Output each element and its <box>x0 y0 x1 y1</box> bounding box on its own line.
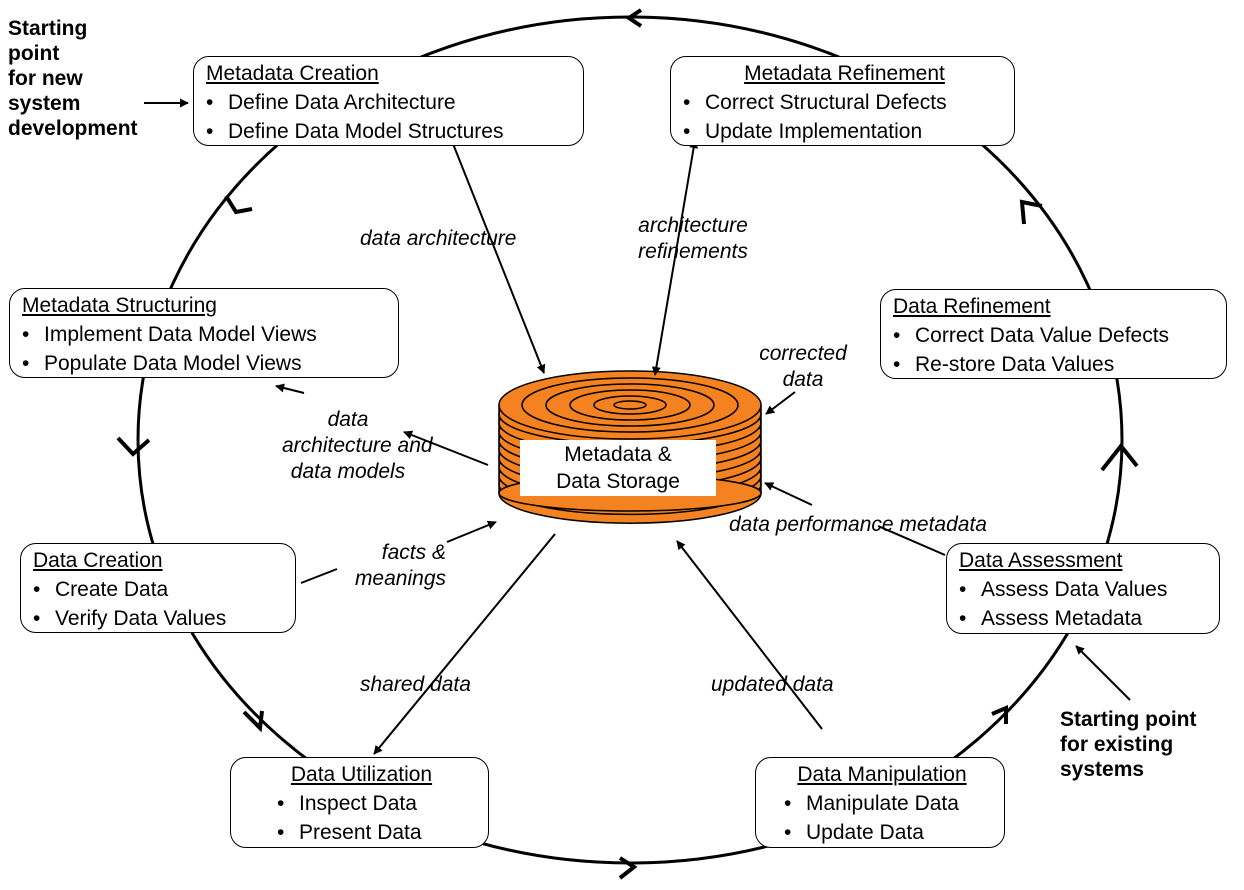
metadata-refinement-box: Metadata Refinement •Correct Structural … <box>670 56 1015 146</box>
metadata-creation-box: Metadata Creation •Define Data Architect… <box>193 56 584 146</box>
data-creation-box: Data Creation •Create Data •Verify Data … <box>20 543 296 633</box>
box-item: •Define Data Architecture <box>206 91 456 114</box>
arrow-facts-meanings-top <box>446 520 497 543</box>
start-note-new-system: Starting point for new system developmen… <box>8 17 138 140</box>
storage-label-line: Metadata & <box>564 443 672 466</box>
storage-label-line: Data Storage <box>556 470 680 493</box>
cycle-direction-chevrons <box>116 8 1139 880</box>
arrow-data-performance-head <box>764 482 813 506</box>
box-title: Data Creation <box>33 549 163 572</box>
box-title: Data Refinement <box>893 295 1051 318</box>
box-item: •Populate Data Model Views <box>22 352 302 375</box>
arrow-start-existing-system <box>1075 645 1131 701</box>
box-items: •Assess Data Values •Assess Metadata <box>959 575 1211 633</box>
flow-arrows <box>144 98 1131 755</box>
chevron-lower-right <box>991 704 1008 724</box>
arrow-updated-data <box>676 540 823 730</box>
box-items: •Create Data •Verify Data Values <box>33 575 287 633</box>
chevron-left <box>116 436 151 457</box>
arrow-data-performance <box>877 525 946 556</box>
chevron-upper-left <box>224 194 253 215</box>
label-data-architecture: data architecture <box>360 227 517 250</box>
label-shared-data: shared data <box>360 673 471 696</box>
box-title: Metadata Refinement <box>744 62 945 85</box>
metadata-structuring-box: Metadata Structuring •Implement Data Mod… <box>9 288 399 378</box>
box-item: •Create Data <box>33 578 169 601</box>
data-refinement-box: Data Refinement •Correct Data Value Defe… <box>880 289 1227 379</box>
box-items: •Define Data Architecture •Define Data M… <box>206 88 575 146</box>
box-items: •Inspect Data •Present Data <box>243 789 480 847</box>
arrow-data-arch-models <box>403 430 489 466</box>
box-item: •Re-store Data Values <box>893 353 1115 376</box>
label-facts-meanings: facts & meanings <box>354 541 446 590</box>
data-assessment-box: Data Assessment •Assess Data Values •Ass… <box>946 543 1220 634</box>
chevron-upper-right <box>1019 199 1043 225</box>
box-item: •Update Implementation <box>683 120 923 143</box>
arrow-architecture-refinements <box>651 139 699 376</box>
label-data-performance-metadata: data performance metadata <box>729 513 987 536</box>
box-title: Metadata Creation <box>206 62 379 85</box>
box-item: •Assess Metadata <box>959 607 1143 630</box>
box-items: •Manipulate Data •Update Data <box>768 789 996 847</box>
box-item: •Correct Data Value Defects <box>893 324 1170 347</box>
box-item: •Define Data Model Structures <box>206 120 504 143</box>
arrow-facts-meanings-bottom <box>300 568 338 584</box>
box-item: •Manipulate Data <box>784 792 959 815</box>
storage-top-disk <box>498 370 762 440</box>
box-item: •Present Data <box>277 821 422 844</box>
box-title: Data Manipulation <box>797 763 967 786</box>
box-title: Metadata Structuring <box>22 294 217 317</box>
start-note-existing-system: Starting point for existing systems <box>1060 708 1197 781</box>
box-item: •Assess Data Values <box>959 578 1168 601</box>
arrow-shared-data <box>373 533 556 755</box>
arrow-corrected-data <box>765 391 796 415</box>
storage-top-rings <box>521 377 739 433</box>
box-item: •Update Data <box>784 821 924 844</box>
box-items: •Correct Structural Defects •Update Impl… <box>683 88 1006 146</box>
chevron-lower-left <box>242 710 264 733</box>
label-data-arch-models: data architecture and data models <box>282 408 433 483</box>
box-item: •Inspect Data <box>277 792 417 815</box>
chevron-bottom <box>618 856 638 880</box>
chevron-right <box>1100 442 1139 472</box>
storage-label: Metadata & Data Storage <box>520 440 716 496</box>
box-items: •Correct Data Value Defects •Re-store Da… <box>893 321 1218 379</box>
arrow-data-architecture <box>440 115 546 374</box>
data-utilization-box: Data Utilization •Inspect Data •Present … <box>230 757 489 848</box>
box-items: •Implement Data Model Views •Populate Da… <box>22 320 390 378</box>
box-item: •Correct Structural Defects <box>683 91 947 114</box>
box-item: •Implement Data Model Views <box>22 323 317 346</box>
label-updated-data: updated data <box>711 673 834 696</box>
box-title: Data Assessment <box>959 549 1123 572</box>
box-title: Data Utilization <box>290 763 433 786</box>
box-item: •Verify Data Values <box>33 607 227 630</box>
arrow-metadata-structuring <box>275 383 305 394</box>
label-corrected-data: corrected data <box>759 342 847 391</box>
chevron-top <box>625 8 643 28</box>
data-manipulation-box: Data Manipulation •Manipulate Data •Upda… <box>755 757 1005 848</box>
label-architecture-refinements: architecture refinements <box>638 214 748 263</box>
